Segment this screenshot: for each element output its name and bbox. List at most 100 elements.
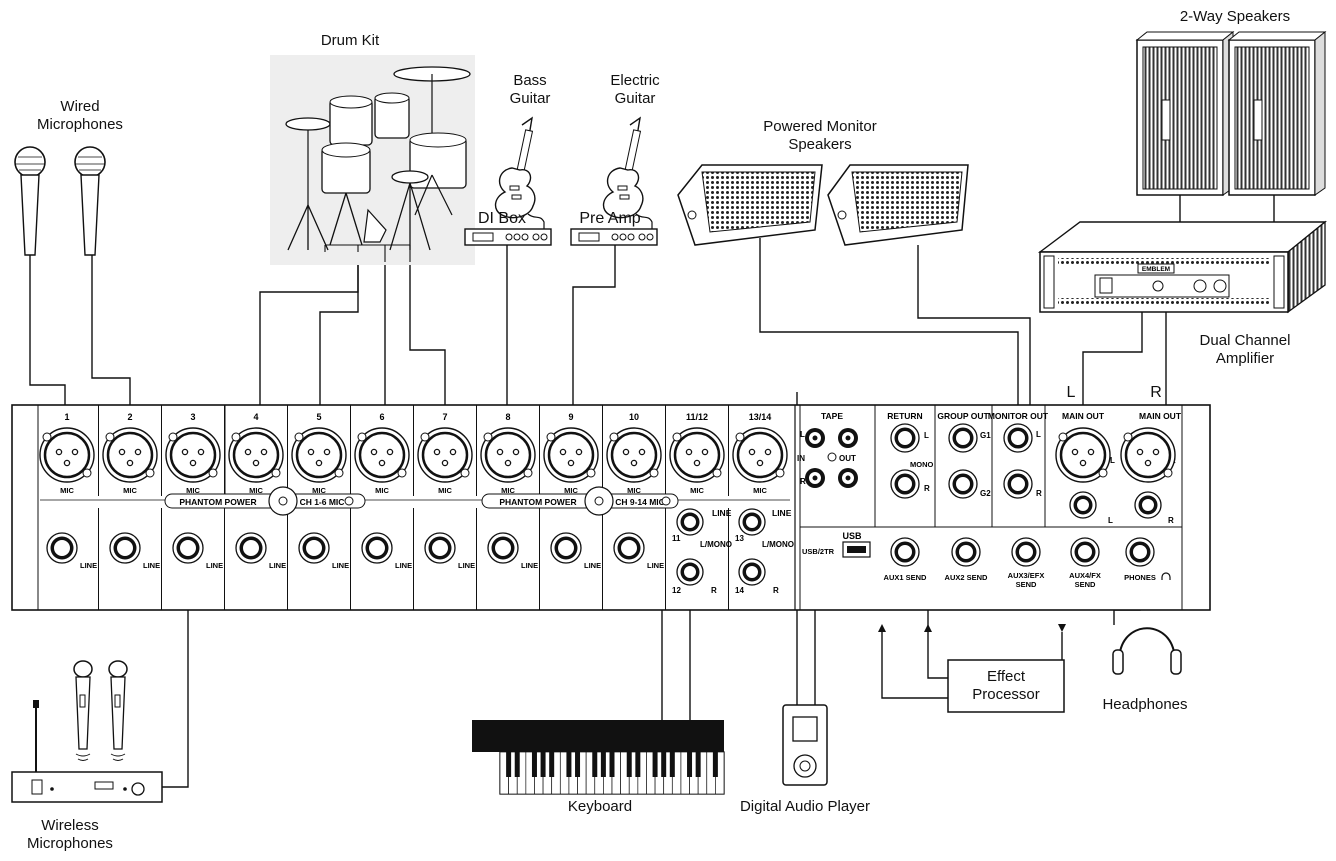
xlr-input-1[interactable] (39, 427, 95, 483)
cable-drum-7 (409, 262, 446, 410)
line-label-3: LINE (206, 561, 223, 570)
line-input-2[interactable] (109, 532, 141, 564)
wireless-microphones-system (11, 660, 163, 803)
line-input-11[interactable] (676, 508, 704, 536)
line-input-4[interactable] (235, 532, 267, 564)
cable-monitor-right (917, 245, 1031, 482)
tape-in-r[interactable] (805, 468, 825, 488)
line-input-6[interactable] (361, 532, 393, 564)
headphones-device (1112, 627, 1182, 675)
two-way-speaker-left (1135, 30, 1235, 196)
xlr-input-6[interactable] (354, 427, 410, 483)
digital-audio-player-device (782, 704, 828, 786)
xlr-input-5[interactable] (291, 427, 347, 483)
group-out-1-jack[interactable] (948, 423, 978, 453)
mic-label-12: MIC (753, 486, 767, 495)
xlr-input-10[interactable] (606, 427, 662, 483)
monitor-out-r-jack[interactable] (1003, 469, 1033, 499)
line-input-3[interactable] (172, 532, 204, 564)
main-out-l-jack[interactable] (1069, 491, 1097, 519)
monitor-out-l-jack[interactable] (1003, 423, 1033, 453)
main-out-r-xlr[interactable] (1120, 427, 1176, 483)
aux3-efx-send-jack[interactable] (1011, 537, 1041, 567)
svg-text:R: R (1036, 489, 1042, 498)
tape-out-r[interactable] (838, 468, 858, 488)
return-l-jack[interactable] (890, 423, 920, 453)
cable-amp-l (1082, 312, 1143, 425)
black-key (712, 752, 718, 777)
svg-text:GROUP OUT: GROUP OUT (937, 411, 989, 421)
svg-text:L: L (1036, 430, 1041, 439)
phones-jack[interactable] (1125, 537, 1155, 567)
black-key (575, 752, 581, 777)
di-box-label: DI Box (477, 210, 526, 227)
usb-title: USB (842, 531, 862, 541)
xlr-input-8[interactable] (480, 427, 536, 483)
svg-text:G2: G2 (980, 489, 991, 498)
xlr-input-11[interactable] (669, 427, 725, 483)
tape-out-l[interactable] (838, 428, 858, 448)
main-out-r-jack[interactable] (1134, 491, 1162, 519)
tape-section: TAPE L R IN OUT (797, 411, 856, 486)
cable-mic2 (91, 255, 131, 410)
cable-aux1-fx (881, 632, 948, 699)
tape-in-l[interactable] (805, 428, 825, 448)
mic-label-10: MIC (627, 486, 641, 495)
mic-label-8: MIC (501, 486, 515, 495)
channel-number-8: 8 (505, 412, 510, 422)
channel-number-7: 7 (442, 412, 447, 422)
line-input-5[interactable] (298, 532, 330, 564)
svg-text:MONITOR OUT: MONITOR OUT (988, 411, 1049, 421)
xlr-input-7[interactable] (417, 427, 473, 483)
aux4-fx-send-jack[interactable] (1070, 537, 1100, 567)
channel-number-11: 11/12 (686, 412, 708, 422)
svg-text:G1: G1 (980, 431, 991, 440)
amp-brand: EMBLEM (1142, 266, 1170, 273)
xlr-input-9[interactable] (543, 427, 599, 483)
channel-number-6: 6 (379, 412, 384, 422)
line-input-14[interactable] (738, 558, 766, 586)
xlr-input-12[interactable] (732, 427, 788, 483)
svg-text:R: R (800, 477, 806, 486)
xlr-input-4[interactable] (228, 427, 284, 483)
line-input-9[interactable] (550, 532, 582, 564)
mic-label-6: MIC (375, 486, 389, 495)
line-input-12[interactable] (676, 558, 704, 586)
cable-mic1 (29, 255, 66, 410)
mic-label-9: MIC (564, 486, 578, 495)
phantom-led-2 (661, 496, 671, 506)
line-input-8[interactable] (487, 532, 519, 564)
channel-number-9: 9 (568, 412, 573, 422)
line-input-13[interactable] (738, 508, 766, 536)
line-input-7[interactable] (424, 532, 456, 564)
powered-monitor-right (827, 164, 969, 246)
aux1-send-jack[interactable] (890, 537, 920, 567)
line-input-1[interactable] (46, 532, 78, 564)
main-out-l-xlr[interactable] (1055, 427, 1111, 483)
group-out-2-jack[interactable] (948, 469, 978, 499)
xlr-input-3[interactable] (165, 427, 221, 483)
cable-monitor-left (759, 238, 1019, 418)
xlr-input-2[interactable] (102, 427, 158, 483)
cable-wireless (158, 548, 189, 788)
aux2-send-jack[interactable] (951, 537, 981, 567)
two-way-speaker-right (1227, 30, 1327, 196)
stereo-line-label-a: LINE (712, 508, 732, 518)
svg-text:R: R (773, 586, 779, 595)
svg-text:L: L (924, 431, 929, 440)
svg-text:MAIN OUT: MAIN OUT (1062, 411, 1105, 421)
line-label-9: LINE (584, 561, 601, 570)
return-r-jack[interactable] (890, 469, 920, 499)
svg-text:SEND: SEND (1016, 580, 1037, 589)
channel-number-3: 3 (190, 412, 195, 422)
line-input-10[interactable] (613, 532, 645, 564)
cable-drum-5 (319, 252, 359, 410)
